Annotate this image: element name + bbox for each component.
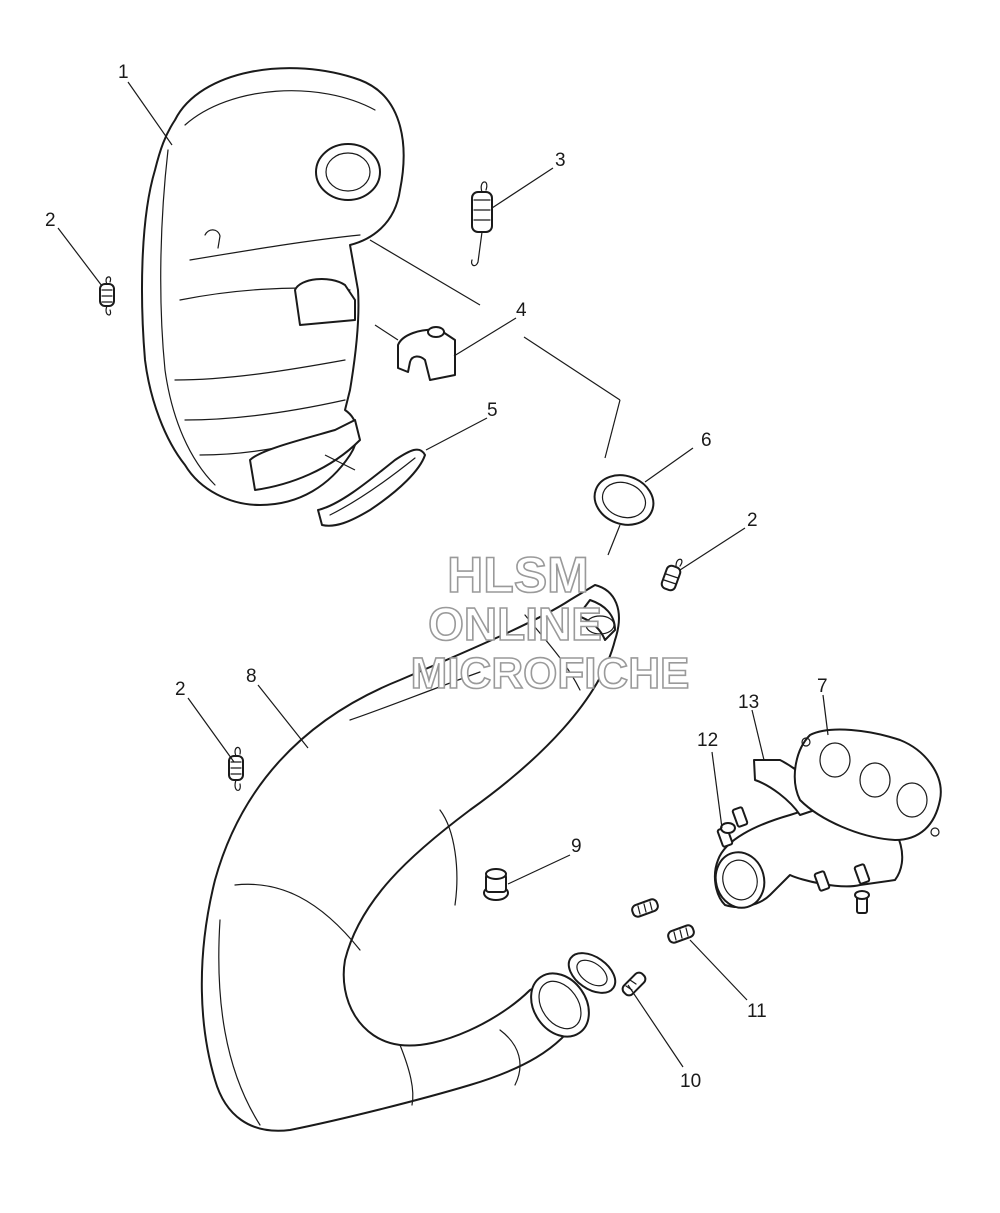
callout-12: 12 (697, 730, 718, 751)
callout-7: 7 (817, 676, 828, 697)
part-3-spring[interactable] (471, 181, 493, 267)
callout-10: 10 (680, 1071, 701, 1092)
callout-9: 9 (571, 836, 582, 857)
callout-8: 8 (246, 666, 257, 687)
callout-11: 11 (747, 1001, 767, 1022)
part-12-bolts[interactable] (716, 806, 871, 914)
part-7-manifold-gasket[interactable] (793, 728, 942, 841)
part-6-gasket-ring[interactable] (588, 467, 661, 533)
callout-labels: 1 2 3 4 5 6 2 2 8 7 13 12 9 11 10 (45, 62, 828, 1092)
part-8-expansion-chamber[interactable] (200, 584, 620, 1132)
leader-lines (57, 81, 829, 1068)
watermark-line-1: HLSM (447, 547, 589, 603)
watermark-line-2: ONLINE (428, 598, 602, 650)
part-2-spring-right[interactable] (660, 558, 683, 592)
part-2-spring-lower-left[interactable] (228, 746, 244, 791)
callout-3: 3 (555, 150, 566, 171)
callout-1: 1 (118, 62, 129, 83)
part-4-grommet[interactable] (397, 326, 456, 381)
part-10-seal-ring[interactable] (562, 945, 623, 1001)
part-1-muffler[interactable] (141, 67, 405, 506)
callout-2-lower-left: 2 (175, 679, 186, 700)
watermark: HLSM ONLINE MICROFICHE (410, 546, 690, 699)
callout-2-right: 2 (747, 510, 758, 531)
callout-6: 6 (701, 430, 712, 451)
callout-2-upper-left: 2 (45, 210, 56, 231)
part-11-springs[interactable] (621, 898, 696, 998)
part-5-heat-shield[interactable] (317, 448, 426, 527)
watermark-line-3: MICROFICHE (411, 649, 690, 698)
callout-5: 5 (487, 400, 498, 421)
part-9-plug[interactable] (483, 868, 509, 901)
callout-4: 4 (516, 300, 527, 321)
part-2-spring-upper-left[interactable] (99, 276, 115, 316)
callout-13: 13 (738, 692, 759, 713)
